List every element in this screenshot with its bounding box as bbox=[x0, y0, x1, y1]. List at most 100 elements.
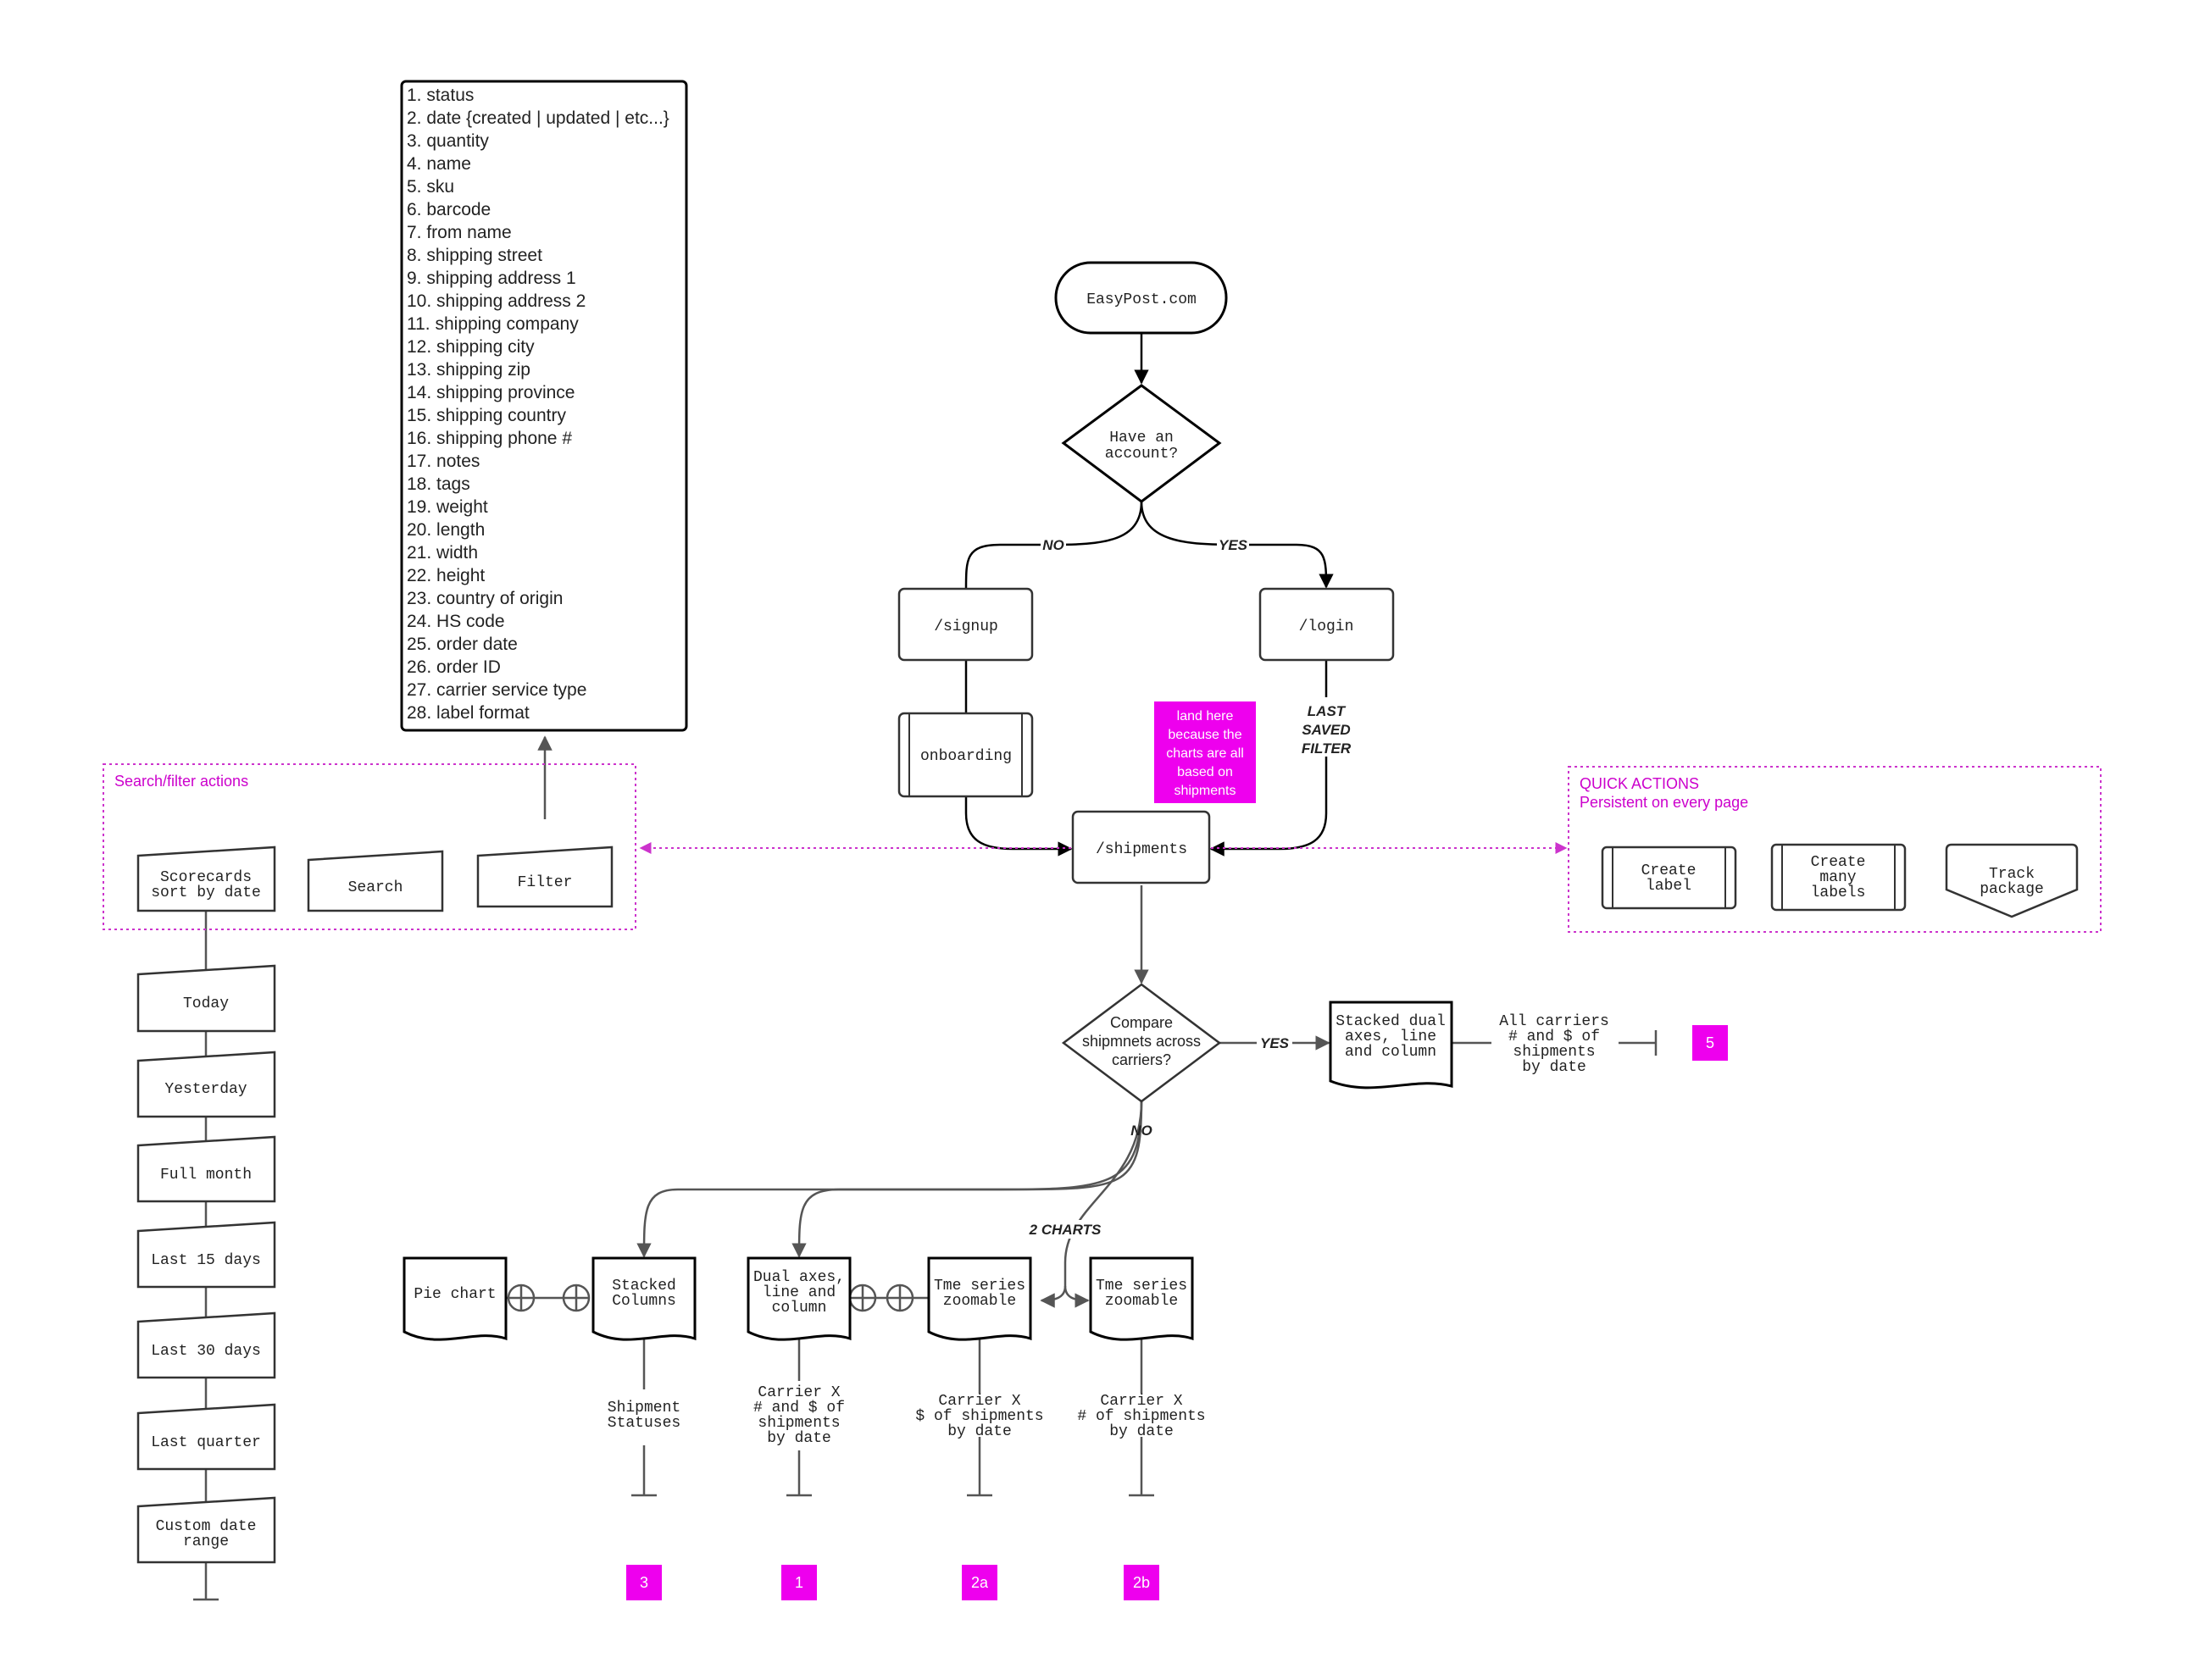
svg-text:shipments: shipments bbox=[1513, 1044, 1595, 1061]
svg-text:Columns: Columns bbox=[612, 1293, 676, 1310]
filter-field-item: 18. tags bbox=[407, 474, 470, 494]
scorecards-button[interactable]: Scorecards sort by date bbox=[136, 846, 276, 912]
svg-text:# of shipments: # of shipments bbox=[1077, 1408, 1205, 1425]
edge-time-b-terminal bbox=[1129, 1334, 1154, 1497]
date-range-yesterday[interactable]: Yesterday bbox=[136, 1051, 276, 1118]
svg-text:Carrier X: Carrier X bbox=[938, 1393, 1020, 1410]
svg-text:Stacked dual: Stacked dual bbox=[1336, 1013, 1446, 1030]
svg-text:by date: by date bbox=[767, 1430, 831, 1447]
filter-field-item: 26. order ID bbox=[407, 657, 501, 677]
edge-label-no: NO bbox=[1042, 537, 1064, 553]
shipment-statuses-label: Shipment Statuses bbox=[608, 1400, 680, 1432]
svg-text:2b: 2b bbox=[1133, 1574, 1150, 1591]
svg-text:Create: Create bbox=[1641, 862, 1697, 879]
signup-node[interactable]: /signup bbox=[897, 587, 1034, 662]
quick-actions-group: QUICK ACTIONS Persistent on every page C… bbox=[1568, 766, 2102, 933]
svg-text:Compare: Compare bbox=[1110, 1014, 1173, 1031]
svg-text:range: range bbox=[183, 1533, 229, 1550]
date-range-last-quarter[interactable]: Last quarter bbox=[136, 1403, 276, 1471]
date-range-custom[interactable]: Custom date range bbox=[136, 1496, 276, 1564]
svg-text:Last 15 days: Last 15 days bbox=[151, 1252, 261, 1269]
search-button[interactable]: Search bbox=[307, 850, 444, 912]
all-carriers-label: All carriers # and $ of shipments by dat… bbox=[1491, 1010, 1619, 1076]
svg-text:Stacked: Stacked bbox=[612, 1278, 676, 1295]
edge-label-compare-yes: YES bbox=[1260, 1035, 1290, 1051]
shipments-label: /shipments bbox=[1096, 841, 1187, 858]
svg-text:Tme series: Tme series bbox=[1096, 1278, 1187, 1295]
login-node[interactable]: /login bbox=[1258, 587, 1395, 662]
svg-text:because the: because the bbox=[1168, 728, 1241, 742]
svg-text:Statuses: Statuses bbox=[608, 1415, 680, 1432]
start-node: EasyPost.com bbox=[1054, 261, 1228, 335]
filter-field-item: 5. sku bbox=[407, 177, 454, 197]
create-many-labels-button[interactable]: Create many labels bbox=[1770, 843, 1907, 912]
quick-actions-subtitle: Persistent on every page bbox=[1580, 794, 1748, 811]
svg-text:Track: Track bbox=[1989, 866, 2035, 883]
filter-field-item: 9. shipping address 1 bbox=[407, 269, 576, 288]
date-range-full-month[interactable]: Full month bbox=[136, 1135, 276, 1203]
filter-field-item: 24. HS code bbox=[407, 612, 505, 631]
svg-text:Search: Search bbox=[348, 879, 403, 896]
sticky-note: land here because the charts are all bas… bbox=[1154, 701, 1256, 803]
edge-no-to-dual-axes bbox=[791, 1101, 1143, 1258]
one-connector-cross bbox=[508, 1285, 534, 1311]
time-series-b-node: Tme series zoomable bbox=[1089, 1256, 1194, 1341]
svg-text:Shipment: Shipment bbox=[608, 1400, 680, 1417]
date-range-last-30-days[interactable]: Last 30 days bbox=[136, 1311, 276, 1379]
carrier-dollar-label: Carrier X $ of shipments by date bbox=[915, 1393, 1043, 1440]
svg-text:3: 3 bbox=[640, 1574, 648, 1591]
badge-3: 3 bbox=[626, 1565, 662, 1600]
filter-field-item: 14. shipping province bbox=[407, 383, 575, 402]
one-connector-cross bbox=[850, 1285, 875, 1311]
svg-text:Tme series: Tme series bbox=[934, 1278, 1025, 1295]
svg-text:Carrier X: Carrier X bbox=[1100, 1393, 1182, 1410]
svg-text:Last 30 days: Last 30 days bbox=[151, 1343, 261, 1360]
svg-text:by date: by date bbox=[947, 1423, 1012, 1440]
svg-text:by date: by date bbox=[1109, 1423, 1174, 1440]
signup-label: /signup bbox=[934, 618, 998, 635]
svg-text:shipments: shipments bbox=[1175, 784, 1236, 798]
create-label-button[interactable]: Create label bbox=[1601, 846, 1737, 910]
svg-text:and column: and column bbox=[1345, 1044, 1436, 1061]
svg-text:$ of shipments: $ of shipments bbox=[915, 1408, 1043, 1425]
filter-field-item: 20. length bbox=[407, 520, 485, 540]
date-range-last-15-days[interactable]: Last 15 days bbox=[136, 1221, 276, 1289]
start-node-label: EasyPost.com bbox=[1086, 291, 1197, 308]
stacked-columns-node: Stacked Columns bbox=[591, 1256, 697, 1341]
svg-text:axes, line: axes, line bbox=[1345, 1029, 1436, 1045]
search-filter-title: Search/filter actions bbox=[114, 773, 248, 790]
svg-text:Create: Create bbox=[1811, 854, 1866, 871]
track-package-button[interactable]: Track package bbox=[1945, 843, 2079, 918]
filter-field-item: 27. carrier service type bbox=[407, 680, 586, 700]
filter-button[interactable]: Filter bbox=[476, 846, 614, 908]
carrier-count-label: Carrier X # of shipments by date bbox=[1077, 1393, 1205, 1440]
svg-text:by date: by date bbox=[1522, 1059, 1586, 1076]
svg-text:Last quarter: Last quarter bbox=[151, 1434, 261, 1451]
filter-field-item: 17. notes bbox=[407, 452, 480, 471]
svg-text:charts are all: charts are all bbox=[1166, 746, 1244, 761]
svg-text:zoomable: zoomable bbox=[943, 1293, 1016, 1310]
svg-text:package: package bbox=[1980, 881, 2044, 898]
badge-5: 5 bbox=[1692, 1025, 1728, 1061]
svg-text:FILTER: FILTER bbox=[1302, 740, 1352, 757]
svg-text:Full month: Full month bbox=[160, 1167, 252, 1184]
have-account-label-2: account? bbox=[1105, 446, 1178, 463]
filter-field-item: 21. width bbox=[407, 543, 478, 563]
svg-text:shipments: shipments bbox=[758, 1415, 840, 1432]
badge-1: 1 bbox=[781, 1565, 817, 1600]
svg-text:Pie chart: Pie chart bbox=[414, 1286, 496, 1303]
filter-field-item: 15. shipping country bbox=[407, 406, 566, 425]
svg-text:land here: land here bbox=[1177, 709, 1234, 724]
filter-field-item: 11. shipping company bbox=[407, 314, 579, 334]
svg-text:# and $ of: # and $ of bbox=[1508, 1029, 1600, 1045]
badge-2a: 2a bbox=[962, 1565, 997, 1600]
svg-text:All carriers: All carriers bbox=[1499, 1013, 1609, 1030]
shipments-node[interactable]: /shipments bbox=[1071, 810, 1211, 884]
svg-text:shipmnets across: shipmnets across bbox=[1082, 1033, 1201, 1050]
svg-text:Carrier X: Carrier X bbox=[758, 1384, 840, 1401]
filter-field-item: 19. weight bbox=[407, 497, 488, 517]
date-range-today[interactable]: Today bbox=[136, 964, 276, 1033]
carrier-count-dollar-label: Carrier X # and $ of shipments by date bbox=[753, 1384, 845, 1447]
